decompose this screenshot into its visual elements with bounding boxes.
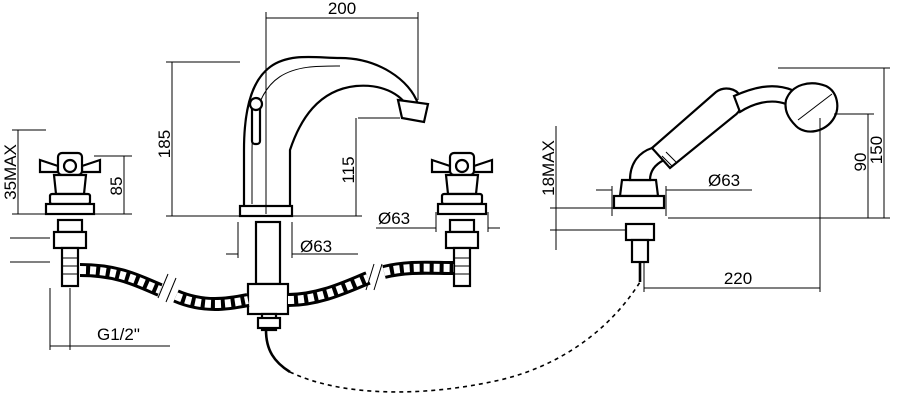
label-85: 85 xyxy=(107,177,126,196)
label-valve-d63: Ø63 xyxy=(378,209,410,228)
spout-dimensions: 200 185 115 Ø63 xyxy=(155,0,419,258)
right-valve xyxy=(430,151,494,288)
label-90: 90 xyxy=(851,153,870,172)
hand-shower xyxy=(612,82,839,282)
label-18max: 18MAX xyxy=(539,140,558,196)
label-200: 200 xyxy=(328,0,356,18)
label-shower-d63: Ø63 xyxy=(708,171,740,190)
right-valve-dimensions: Ø63 xyxy=(376,209,500,232)
shower-dimensions: 150 90 220 Ø63 18MAX xyxy=(539,67,890,292)
label-185: 185 xyxy=(155,130,174,158)
label-35max: 35MAX xyxy=(1,144,20,200)
label-thread: G1/2" xyxy=(97,325,140,344)
left-dimensions: 85 35MAX G1/2" xyxy=(1,129,170,350)
label-220: 220 xyxy=(724,269,752,288)
connection-hoses xyxy=(79,260,455,311)
label-spout-d63: Ø63 xyxy=(300,237,332,256)
shower-hose-dashed xyxy=(289,281,641,393)
left-valve xyxy=(38,151,102,288)
label-150: 150 xyxy=(867,136,886,164)
label-115: 115 xyxy=(339,156,358,183)
